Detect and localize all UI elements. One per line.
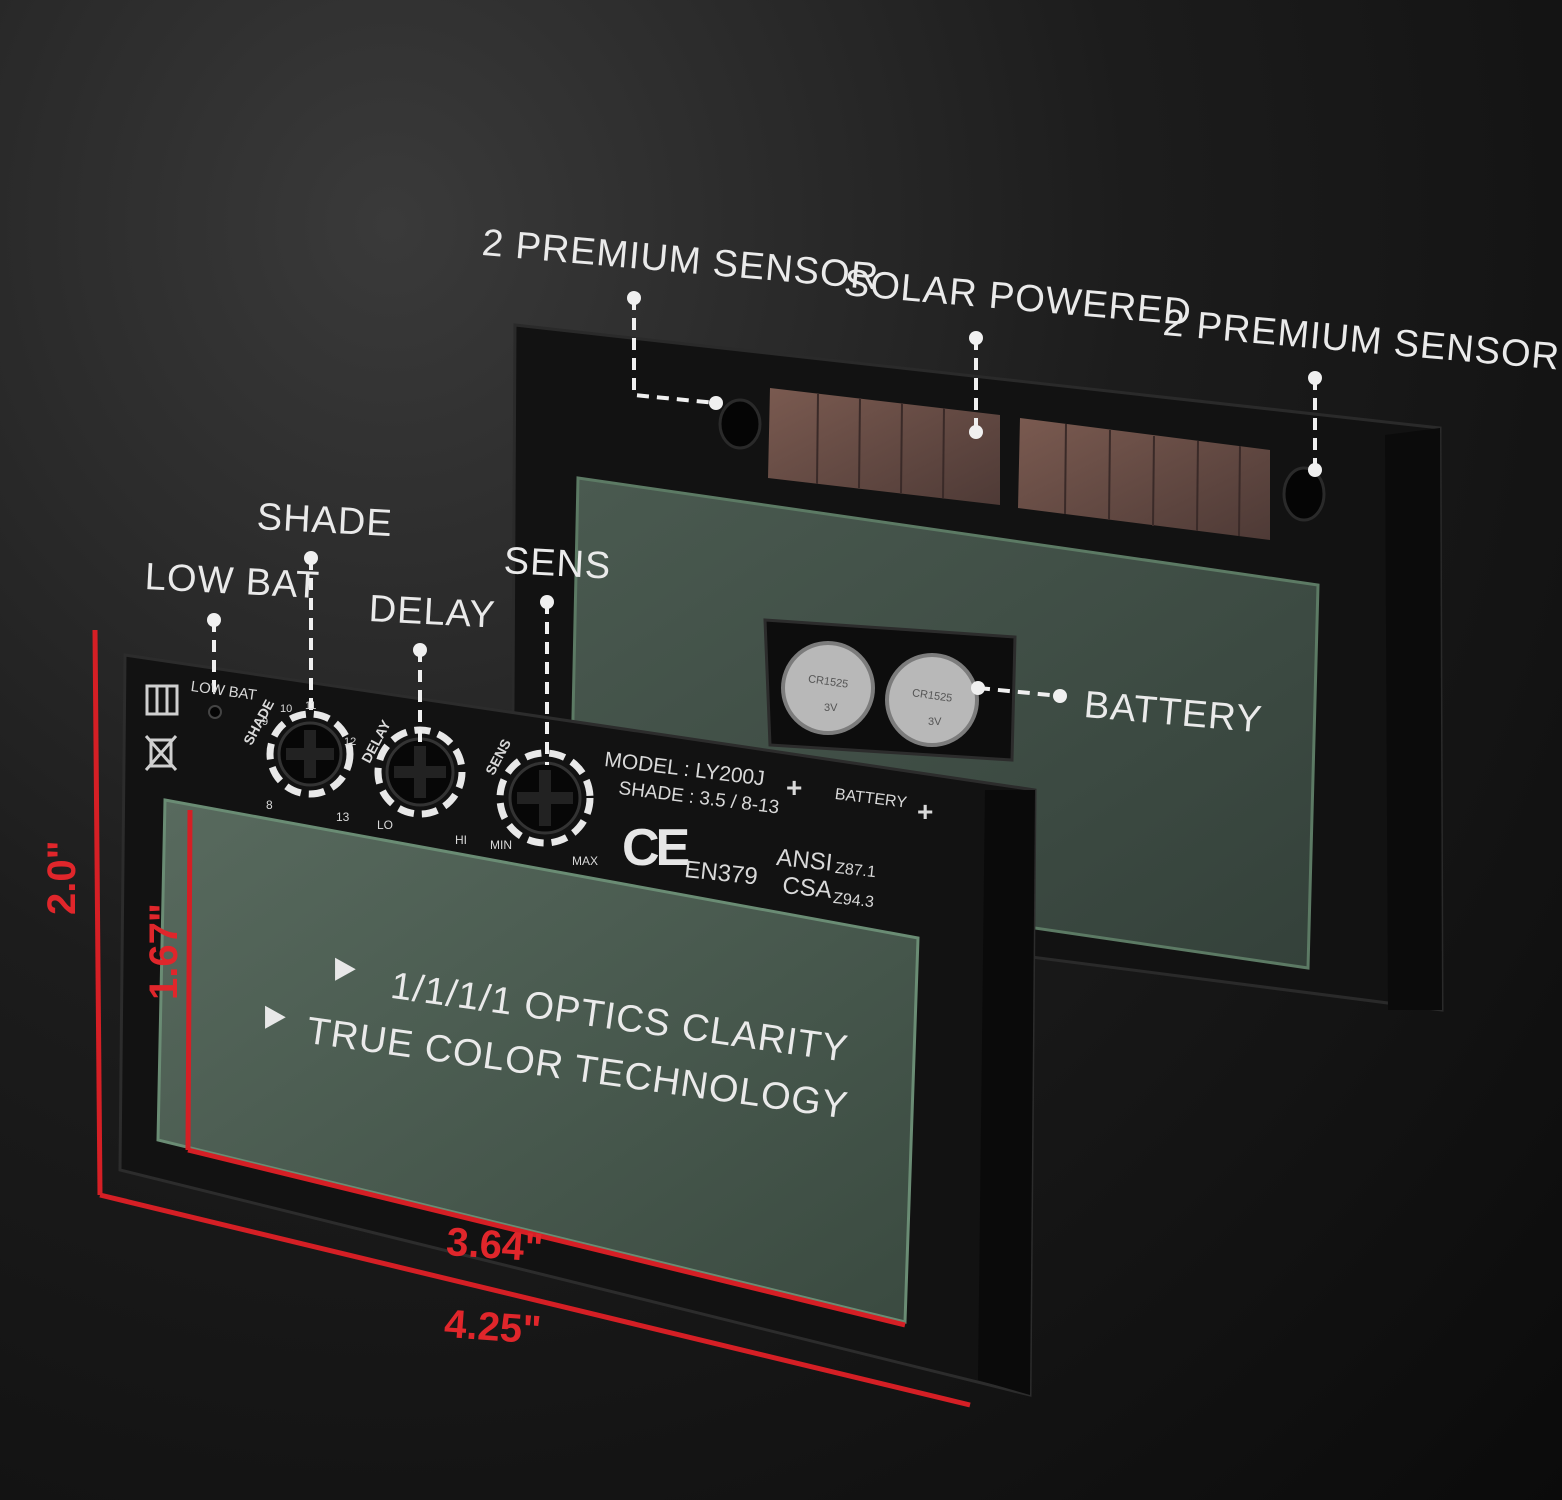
battery-plus-right: +: [917, 796, 934, 827]
ce-mark: CE: [622, 819, 690, 877]
sens-max: MAX: [572, 854, 599, 868]
solar-panel-left: [768, 388, 1000, 505]
battery-cell-2-volt: 3V: [928, 716, 942, 728]
callout-delay: DELAY: [367, 588, 497, 637]
sensor-left: [718, 398, 762, 450]
shade-tick-12: 12: [344, 736, 357, 748]
dim-width-outer: 4.25": [442, 1302, 543, 1353]
callout-low-bat: LOW BAT: [143, 556, 321, 608]
lens-bullet-1: ▶: [335, 950, 356, 985]
dim-width-view: 3.64": [444, 1220, 545, 1271]
shade-tick-13: 13: [336, 810, 350, 824]
csa-text: CSA: [781, 872, 834, 905]
battery-cell-2: [885, 653, 979, 747]
dim-height-outer: 2.0": [40, 840, 84, 915]
sens-min: MIN: [490, 838, 512, 852]
lens-bullet-2: ▶: [265, 998, 286, 1033]
shade-tick-8: 8: [266, 798, 273, 812]
knob-shade: [266, 710, 354, 798]
callout-shade: SHADE: [255, 496, 394, 546]
battery-plus-left: +: [786, 772, 803, 803]
dimension-lines: [92, 629, 971, 1408]
shade-tick-11: 11: [305, 700, 317, 712]
solar-panel-right: [1018, 418, 1270, 540]
delay-hi: HI: [455, 833, 467, 847]
sensor-right: [1282, 466, 1326, 522]
shade-tick-9: 9: [262, 716, 269, 728]
dim-height-view: 1.67": [142, 903, 186, 1000]
front-lens: [156, 798, 920, 1324]
low-bat-led: [208, 705, 222, 719]
callout-sens: SENS: [502, 540, 613, 588]
manual-icon: [145, 684, 179, 716]
delay-lo: LO: [377, 818, 394, 832]
front-panel-graphic: [92, 551, 1037, 1408]
weee-bin-icon: [144, 735, 178, 771]
knob-sens: [496, 749, 594, 847]
shade-tick-10: 10: [280, 703, 293, 715]
battery-cell-1-volt: 3V: [824, 702, 838, 714]
battery-cell-1: [781, 641, 875, 735]
